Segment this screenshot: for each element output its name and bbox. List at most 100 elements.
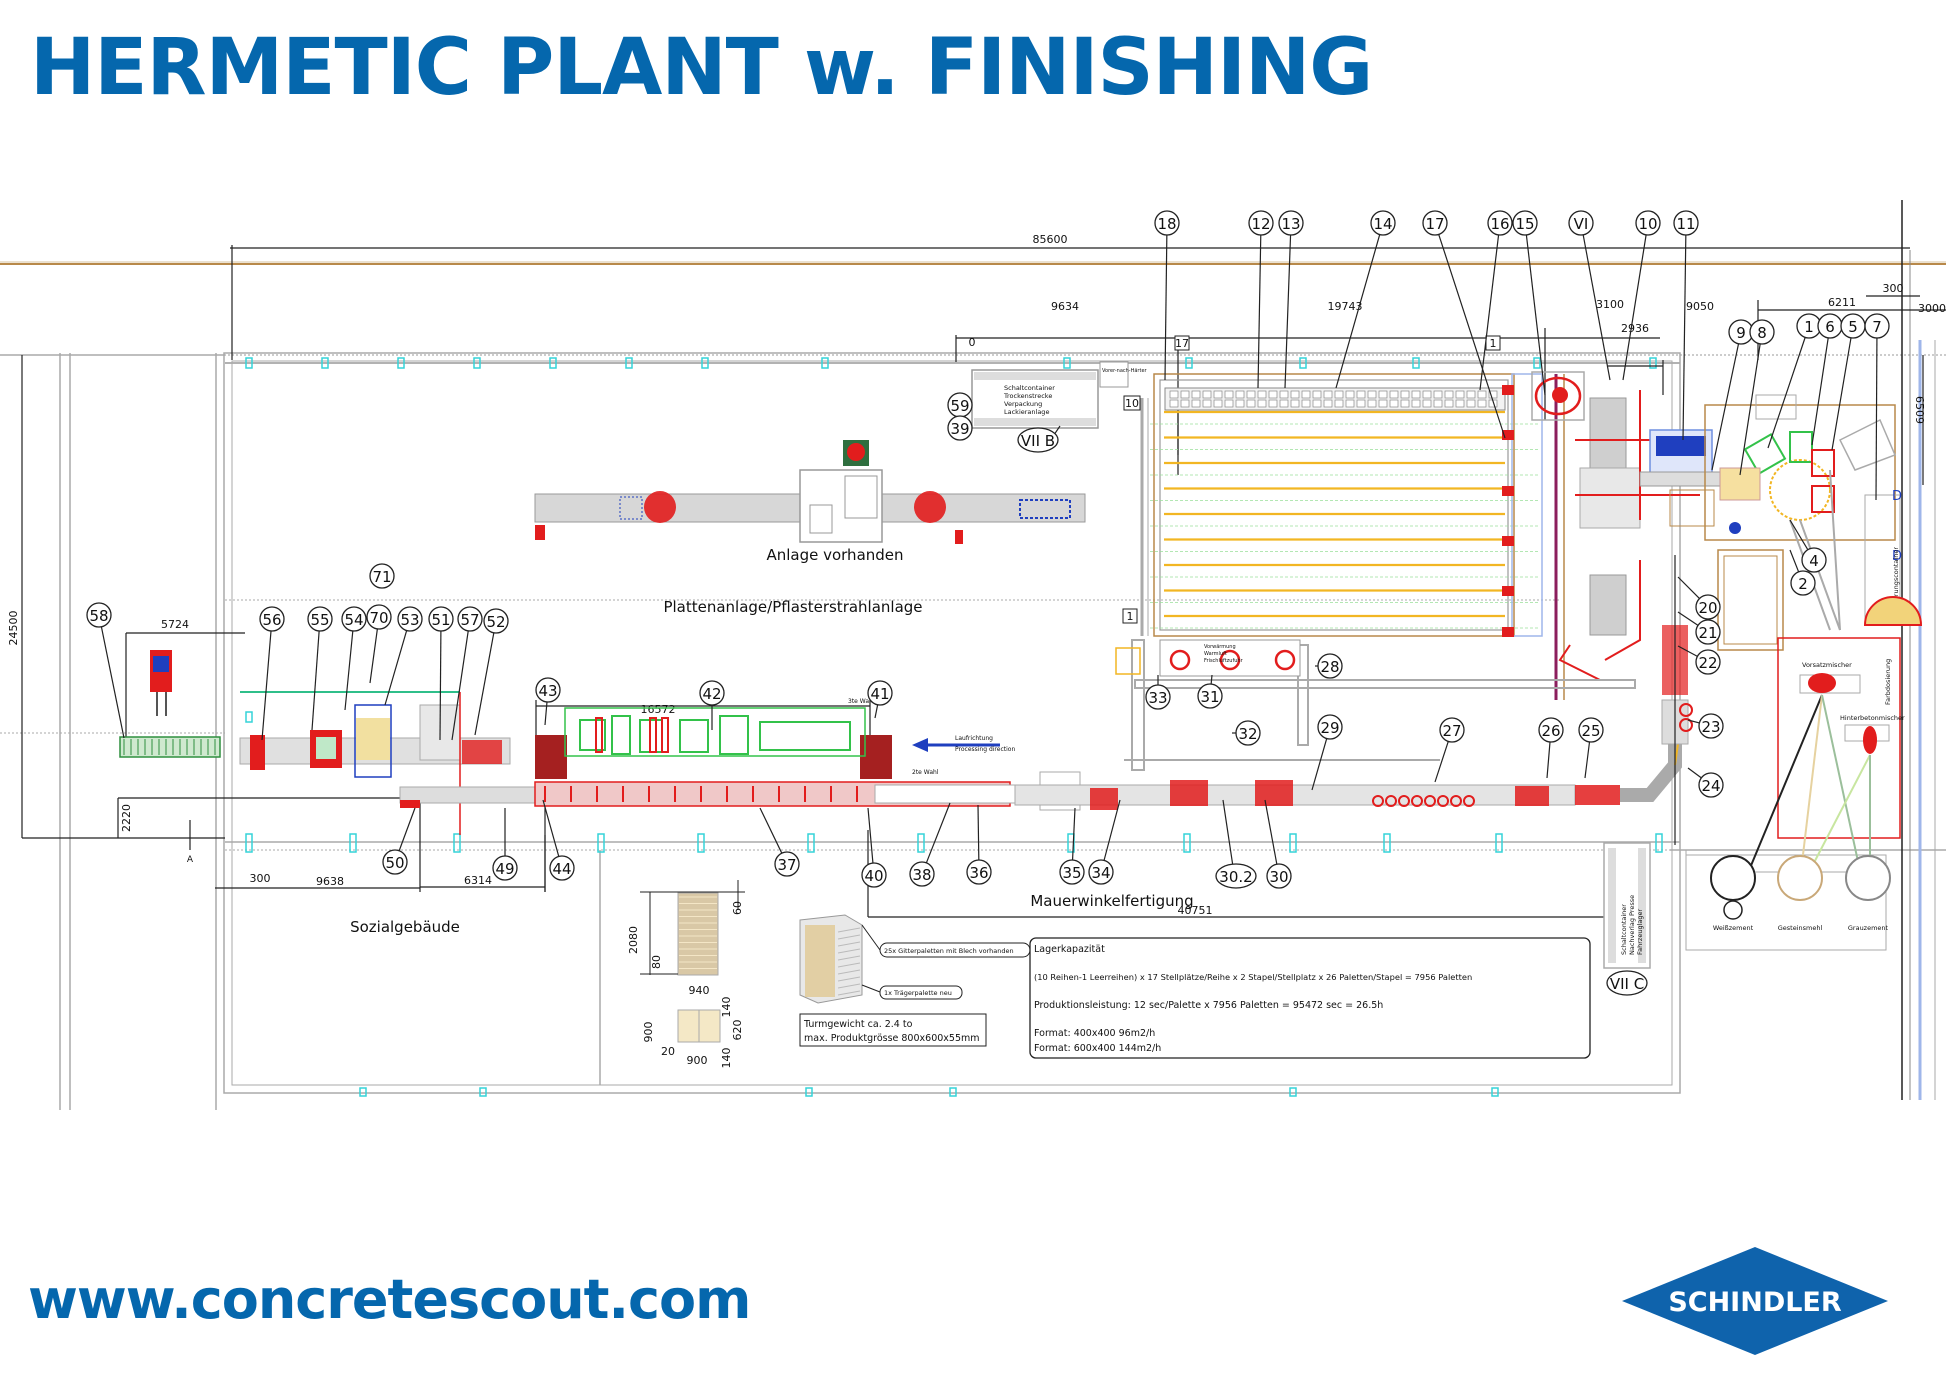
callout-bubble: 24 [1698,772,1724,798]
bubble-label: 36 [969,864,988,882]
capacity-line-4: Format: 600x400 144m2/h [1034,1043,1161,1054]
bubble-label: 24 [1701,777,1720,795]
tower-rung [837,969,861,975]
leader-line [1687,719,1700,724]
leader-line [1264,799,1278,865]
pallet-dim-80: 80 [650,955,663,969]
leader-line [759,807,783,854]
bubble-label: 25 [1581,722,1600,740]
bubble-label: 42 [702,685,721,703]
leader-line [977,804,980,861]
callout-bubble: VII B [1017,427,1059,453]
bubble-label: 70 [369,609,388,627]
capacity-line-1: (10 Reihen-1 Leerreihen) x 17 Stellplätz… [1034,972,1472,982]
rack-cell [1444,390,1454,399]
tower-weight-note: Turmgewicht ca. 2.4 to [803,1019,913,1030]
rack-cell [1246,390,1256,399]
bubble-label: 71 [372,568,391,586]
dim-5724: 5724 [161,618,189,631]
leader-lines [100,234,1878,865]
rack-cell [1279,399,1289,408]
bubble-label: 54 [344,611,363,629]
website-link[interactable]: www.concretescout.com [28,1268,751,1331]
silo-1-label: Weißzement [1713,924,1754,932]
callout-bubble: VII C [1606,970,1648,996]
dim-19743: 19743 [1328,300,1363,313]
container-vii-c: Schaltcontainer Nachverlag Presse Fahrze… [1603,842,1651,969]
rack-cells [1169,390,1498,408]
bubble-outline [307,606,333,632]
bubble-label: 20 [1698,599,1717,617]
boxed-marker-1-bottom: 1 [1127,610,1134,623]
boxed-marker-1-top: 1 [1490,337,1497,350]
bubble-label: 59 [950,397,969,415]
bubble-label: 29 [1320,719,1339,737]
rack-cell [1389,399,1399,408]
bubble-outline [492,855,518,881]
leader-line [1284,234,1292,389]
bubble-label: 41 [870,685,889,703]
callout-bubble: 2 [1790,570,1816,596]
bubble-label: 8 [1757,324,1767,342]
rack-cell [1367,390,1377,399]
bubble-label: 35 [1062,864,1081,882]
rack-cell [1466,399,1476,408]
leader-line [384,630,408,706]
pallet-dim-620: 620 [731,1020,744,1041]
slab-plant-label: Plattenanlage/Pflasterstrahlanlage [663,598,922,616]
leader-line [1767,337,1806,449]
callout-bubble: 22 [1695,649,1721,675]
bubble-outline [1215,863,1257,889]
dim-0: 0 [969,336,976,349]
rack-cell [1488,390,1498,399]
bubble-outline [1512,210,1538,236]
curing-unit [1450,795,1462,807]
rack-cell [1180,390,1190,399]
callout-bubble: 5 [1840,313,1866,339]
capacity-line-2: Produktionsleistung: 12 sec/Palette x 79… [1034,1000,1383,1011]
leader-line [874,704,879,719]
callout-bubble: 41 [867,680,893,706]
bubble-outline [483,608,509,634]
rack-cell [1191,390,1201,399]
bubble-label: 5 [1848,318,1858,336]
dimension-texts: 85600 9634 19743 3100 9050 2936 6211 300… [7,233,1946,917]
callout-bubble: 27 [1439,717,1465,743]
bubble-label: 4 [1809,552,1819,570]
bubble-outline [549,855,575,881]
callout-bubble: VI [1568,210,1594,236]
rack-cell [1455,399,1465,408]
rack-cell [1433,399,1443,408]
bubble-label: 57 [460,611,479,629]
callout-bubble: 53 [397,606,423,632]
dim-total: 85600 [1033,233,1068,246]
bubble-label: 28 [1320,658,1339,676]
leader-line [1831,337,1852,451]
leader-line [1103,799,1121,861]
leader-line [1811,337,1829,446]
rack-cell [1213,390,1223,399]
rack-cell [1202,390,1212,399]
leader-line [1789,549,1800,573]
bubble-outline [966,859,992,885]
existing-plant-label: Anlage vorhanden [766,546,903,564]
leader-line [1711,343,1740,471]
dim-2220: 2220 [120,804,133,832]
bubble-outline [1317,714,1343,740]
vii-c-label-3: Fahrzeuglager [1636,909,1644,955]
leader-line [1438,234,1506,439]
curing-unit [1385,795,1397,807]
bubble-label: 55 [310,611,329,629]
leader-line [1071,807,1076,861]
bubble-outline [1235,720,1261,746]
dim-6314: 6314 [464,874,492,887]
rack-cell [1378,399,1388,408]
vii-c-label-2: Nachverlag Presse [1628,895,1636,955]
bubble-label: 27 [1442,722,1461,740]
rack-cell [1334,399,1344,408]
carrier-pallet-note: 1x Trägerpalette neu [884,989,952,997]
leader-line [1582,234,1611,381]
hardening-chamber-racks [1140,371,1585,700]
bubble-label: 53 [400,611,419,629]
bubble-label: 16 [1490,215,1509,233]
